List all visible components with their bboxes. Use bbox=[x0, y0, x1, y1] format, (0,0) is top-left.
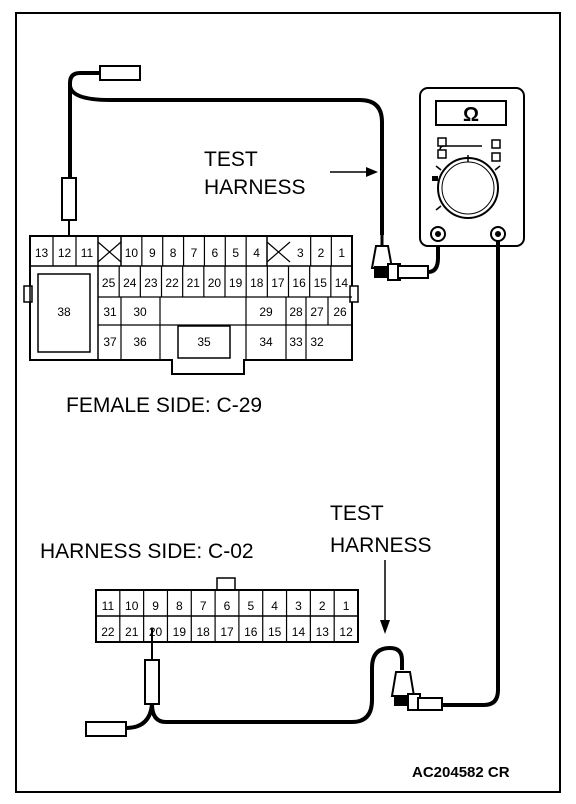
bottom-test-harness bbox=[85, 560, 443, 737]
bottom-harness-clip bbox=[390, 671, 416, 697]
c29-pin-cell: 28 bbox=[289, 305, 303, 319]
c29-pin-cell: 27 bbox=[310, 305, 324, 319]
c29-pin-cell: 16 bbox=[292, 276, 306, 290]
bottom-harness-wire bbox=[150, 645, 404, 724]
c29-pin-cell: 38 bbox=[57, 305, 71, 319]
bottom-harness-probe bbox=[144, 659, 160, 705]
c02-pin-cell: 13 bbox=[316, 625, 330, 639]
meter-ohm-symbol: Ω bbox=[463, 104, 479, 126]
c02-pin-cell: 21 bbox=[125, 625, 139, 639]
female-side-label: FEMALE SIDE: C-29 bbox=[66, 394, 262, 417]
c02-pin-cell: 4 bbox=[271, 599, 278, 613]
c29-pin-cell: 32 bbox=[310, 335, 324, 349]
c02-pin-cell: 19 bbox=[173, 625, 187, 639]
c29-pin-cell: 22 bbox=[165, 276, 179, 290]
c29-pin-cell: 19 bbox=[229, 276, 243, 290]
c02-pin-cell: 11 bbox=[102, 599, 115, 613]
c29-pin-cell: 7 bbox=[191, 246, 198, 260]
c02-pin-cell: 6 bbox=[224, 599, 231, 613]
test-harness-label-bottom-line1: TEST bbox=[330, 502, 384, 525]
c29-pin-cell: 23 bbox=[144, 276, 158, 290]
top-harness-probe bbox=[61, 177, 77, 221]
c29-pin-cell: 12 bbox=[58, 246, 72, 260]
c29-pin-cell: 35 bbox=[197, 335, 211, 349]
c29-pin-cell: 5 bbox=[232, 246, 239, 260]
c02-pin-cell: 12 bbox=[339, 625, 353, 639]
c29-pin-cell: 13 bbox=[35, 246, 49, 260]
c29-pin-cell: 31 bbox=[103, 305, 117, 319]
c29-pin-38-cell bbox=[37, 273, 91, 353]
meter-display bbox=[435, 100, 507, 126]
c02-pin-cell: 1 bbox=[343, 599, 350, 613]
c29-pin-cell: 18 bbox=[250, 276, 264, 290]
figure-frame bbox=[15, 12, 561, 793]
meter-dial bbox=[437, 157, 499, 219]
c02-pin-cell: 14 bbox=[292, 625, 306, 639]
c29-pin-cell: 21 bbox=[187, 276, 201, 290]
c29-pin-cell: 10 bbox=[125, 246, 139, 260]
c02-pin-cell: 5 bbox=[247, 599, 254, 613]
top-harness-wire-left bbox=[68, 71, 100, 178]
c29-pin-cell: 30 bbox=[133, 305, 147, 319]
c02-pin-cell: 3 bbox=[295, 599, 302, 613]
c29-pin-cell: 29 bbox=[259, 305, 273, 319]
c02-pin-cell: 10 bbox=[125, 599, 139, 613]
c29-pin-cell: 9 bbox=[149, 246, 156, 260]
c29-pin-cell: 14 bbox=[335, 276, 349, 290]
top-harness-free-plug bbox=[99, 65, 141, 81]
c29-pin-cell: 3 bbox=[297, 246, 304, 260]
c29-pin-cell: 25 bbox=[102, 276, 116, 290]
c02-pin-cell: 22 bbox=[101, 625, 115, 639]
c29-pin-cell: 36 bbox=[133, 335, 147, 349]
c29-pin-cell: 20 bbox=[208, 276, 222, 290]
c29-pin-cell: 26 bbox=[333, 305, 347, 319]
c02-pin-cell: 7 bbox=[200, 599, 207, 613]
c29-pin-cell: 8 bbox=[170, 246, 177, 260]
c29-pin-cell: 34 bbox=[259, 335, 273, 349]
c29-pin-cell: 15 bbox=[314, 276, 328, 290]
c02-pin-cell: 2 bbox=[319, 599, 326, 613]
c29-pin-cell: 24 bbox=[123, 276, 137, 290]
c02-pin-cell: 8 bbox=[176, 599, 183, 613]
c29-pin-cell: 4 bbox=[253, 246, 260, 260]
ohmmeter-icon: Ω bbox=[419, 87, 525, 247]
test-harness-label-top-line1: TEST bbox=[204, 148, 258, 171]
top-harness-wire-main bbox=[68, 85, 384, 235]
harness-side-label: HARNESS SIDE: C-02 bbox=[40, 540, 254, 563]
c02-pin-cell: 16 bbox=[244, 625, 258, 639]
c02-pin-cell: 15 bbox=[268, 625, 282, 639]
c29-pin-cell: 17 bbox=[271, 276, 285, 290]
c02-pin-cell: 17 bbox=[220, 625, 234, 639]
c02-pin-cell: 9 bbox=[152, 599, 159, 613]
bottom-harness-free-plug bbox=[85, 721, 127, 737]
c29-housing bbox=[29, 235, 353, 375]
c02-pin-cell: 18 bbox=[197, 625, 211, 639]
c29-pin-cell: 37 bbox=[103, 335, 117, 349]
c29-pin-cell: 33 bbox=[289, 335, 303, 349]
c29-pin-cell: 2 bbox=[318, 246, 325, 260]
test-harness-label-top-line2: HARNESS bbox=[204, 176, 306, 199]
c02-pin-cell: 20 bbox=[149, 625, 163, 639]
top-test-harness bbox=[61, 65, 440, 281]
c29-pin-cell: 6 bbox=[212, 246, 219, 260]
test-harness-label-bottom-line2: HARNESS bbox=[330, 534, 432, 557]
c29-pin-cell: 11 bbox=[81, 246, 94, 260]
meter-right-lead bbox=[440, 241, 500, 707]
figure-code: AC204582 CR bbox=[412, 764, 510, 781]
c29-pin-cell: 1 bbox=[338, 246, 345, 260]
